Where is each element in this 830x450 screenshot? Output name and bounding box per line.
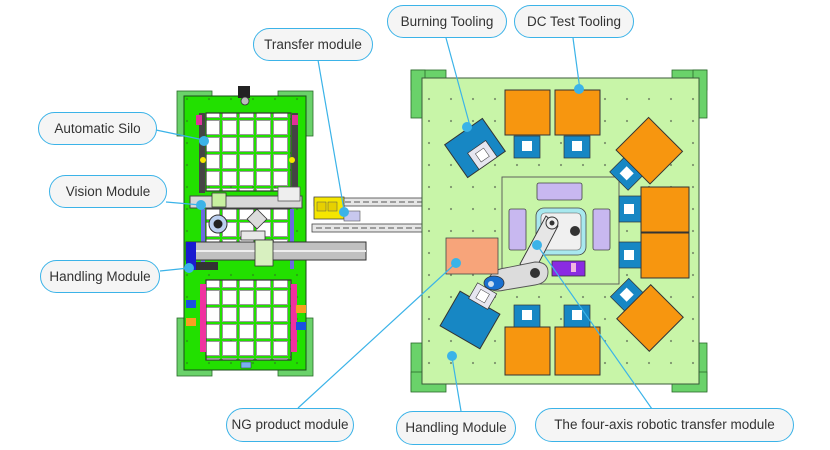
callout-label: Transfer module xyxy=(264,36,362,52)
callout-label: The four-axis robotic transfer module xyxy=(554,417,775,433)
callout-four-axis-robot: The four-axis robotic transfer module xyxy=(535,408,794,442)
callout-ng-product-module: NG product module xyxy=(226,408,354,442)
robot-controller xyxy=(551,260,586,277)
callout-transfer-module: Transfer module xyxy=(253,28,373,61)
callout-dc-test-tooling: DC Test Tooling xyxy=(514,5,634,38)
callout-label: Burning Tooling xyxy=(400,13,494,29)
callout-label: NG product module xyxy=(231,417,349,433)
dc-tooling-top xyxy=(504,89,601,159)
callout-vision-module: Vision Module xyxy=(49,175,167,208)
callout-automatic-silo: Automatic Silo xyxy=(38,112,157,145)
dc-tooling-diag-bottom-right xyxy=(609,277,684,352)
callout-handling-module-right: Handling Module xyxy=(396,411,516,445)
callout-label: Vision Module xyxy=(65,183,151,199)
leader-lines xyxy=(155,37,653,412)
callout-label: Handling Module xyxy=(405,420,507,436)
right-assembly xyxy=(410,69,708,393)
callout-label: Handling Module xyxy=(49,268,151,284)
top-motor xyxy=(238,86,250,98)
upper-silo-tray xyxy=(205,112,292,192)
callout-label: DC Test Tooling xyxy=(526,13,622,29)
lower-silo-tray xyxy=(205,279,292,361)
handling-rail-motor xyxy=(186,242,196,270)
robot-end-effector xyxy=(483,275,505,291)
callout-label: Automatic Silo xyxy=(54,120,141,136)
anchor-dots xyxy=(184,84,584,361)
burning-tooling-bottom-left xyxy=(439,282,501,350)
dc-tooling-diag-top-right xyxy=(609,116,684,191)
dc-tooling-right xyxy=(618,186,690,279)
burning-tooling-top-left xyxy=(443,117,507,179)
ng-product-box xyxy=(445,237,499,275)
callout-handling-module-left: Handling Module xyxy=(40,260,160,293)
callout-burning-tooling: Burning Tooling xyxy=(387,5,507,38)
